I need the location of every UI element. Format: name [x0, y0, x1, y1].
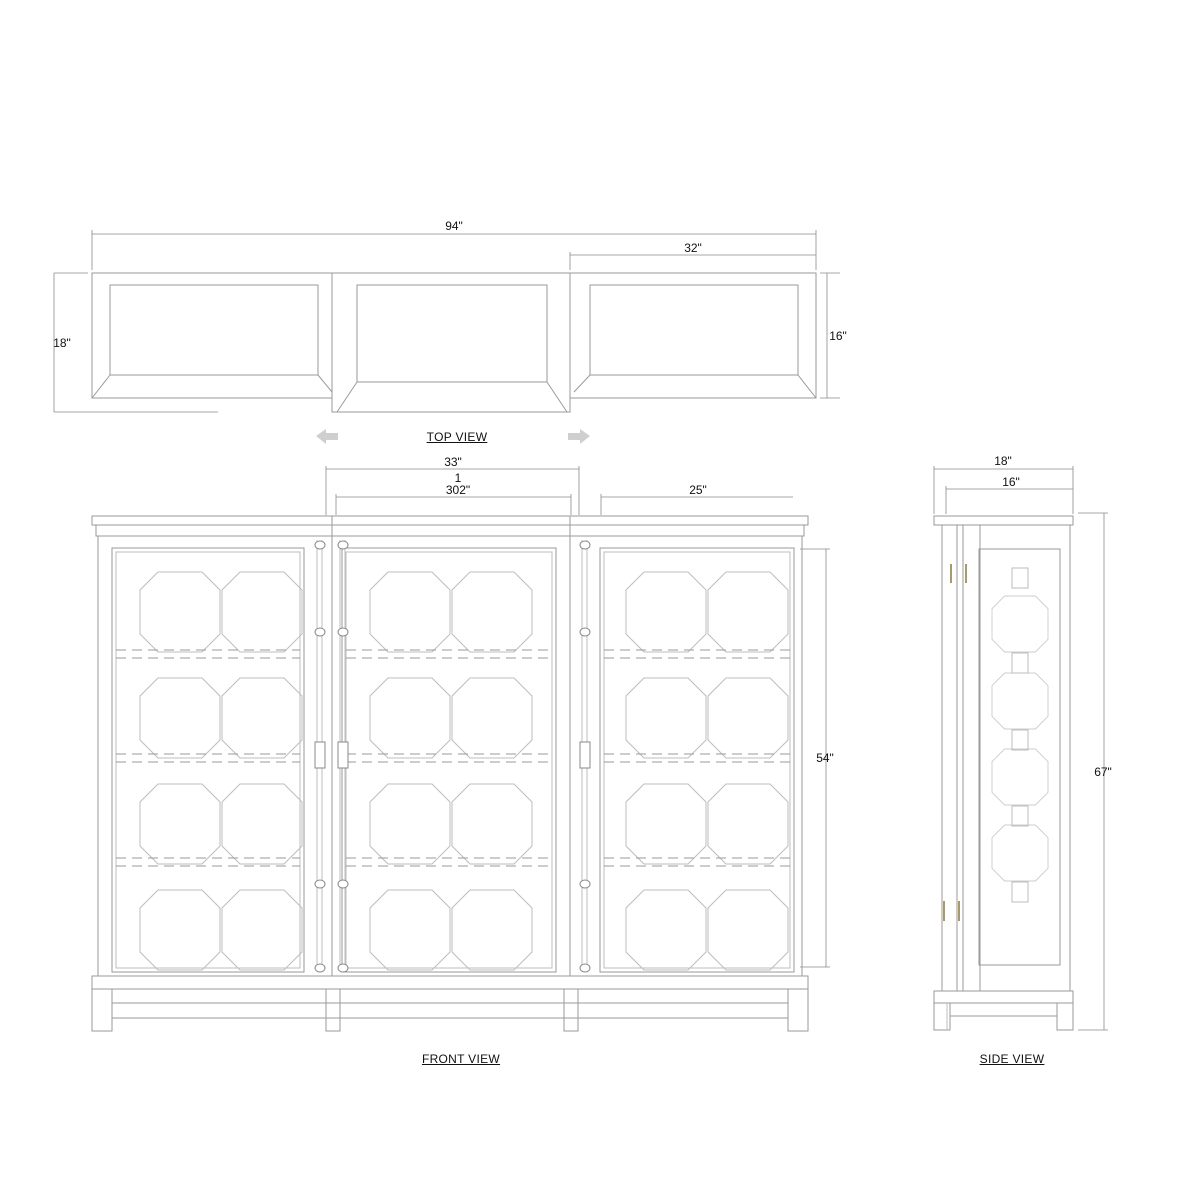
arrow-left-icon: [316, 429, 338, 444]
dim-center-door-width-top: 1: [454, 471, 462, 485]
top-view-title: TOP VIEW: [426, 430, 488, 444]
hardware: [314, 540, 591, 973]
dim-side-door-width: 25": [689, 483, 707, 497]
front-view: [91, 515, 809, 1032]
dim-overall-depth: 18": [53, 336, 71, 350]
top-view: [53, 230, 840, 413]
side-view-title: SIDE VIEW: [979, 1052, 1045, 1066]
dim-door-height: 54": [816, 751, 834, 765]
dim-side-section-width: 32": [684, 241, 702, 255]
dim-center-door-width: 302": [445, 483, 471, 497]
dim-overall-height: 67": [1094, 765, 1112, 779]
side-view: [933, 466, 1108, 1031]
dim-side-section-depth: 16": [829, 329, 847, 343]
dim-side-inner-depth: 16": [1002, 475, 1020, 489]
arrow-right-icon: [568, 429, 590, 444]
dim-center-section-width: 33": [444, 455, 462, 469]
front-dimensions: [325, 466, 830, 968]
dim-overall-width: 94": [445, 219, 463, 233]
dim-side-depth: 18": [994, 454, 1012, 468]
front-view-title: FRONT VIEW: [421, 1052, 501, 1066]
